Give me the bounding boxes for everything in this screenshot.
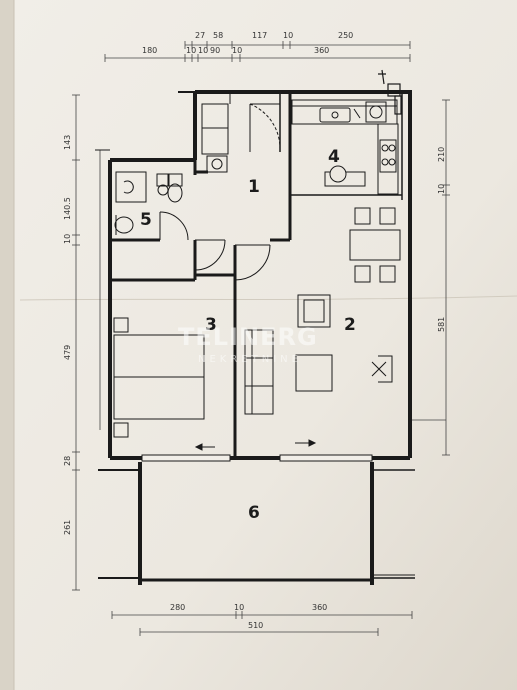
entry-door-arc [249, 103, 281, 149]
dim-top-10b: 10 [186, 46, 196, 55]
nightstand-bottom [113, 422, 129, 438]
toilet-tank [167, 173, 183, 187]
dim-bottom-10: 10 [234, 603, 244, 612]
living-furniture [244, 294, 393, 415]
dim-top-90: 90 [210, 46, 220, 55]
bathroom-fixtures [114, 171, 183, 235]
shower-tray [115, 171, 147, 203]
room-label-1: 1 [248, 177, 260, 197]
dim-right-10: 10 [437, 184, 446, 194]
kitchen-sink-icon [319, 107, 361, 123]
dim-top-180: 180 [142, 46, 157, 55]
nightstand-top [113, 317, 129, 333]
sofa [244, 329, 274, 415]
paper-edge [0, 0, 14, 690]
room-label-5: 5 [140, 210, 152, 230]
bidet [156, 173, 170, 187]
dim-top-117: 117 [252, 31, 267, 40]
washing-machine-drum-icon [211, 158, 223, 170]
door-swings [159, 103, 281, 281]
room-label-4: 4 [328, 147, 340, 167]
left-dimension-labels: 143 140.5 10 479 28 261 [63, 135, 72, 535]
room-label-2: 2 [344, 315, 356, 335]
dim-top-10a: 10 [283, 31, 293, 40]
left-dimensions [72, 94, 101, 591]
dining-table [349, 207, 401, 283]
bedroom-door-arc [194, 239, 226, 271]
armchair [297, 294, 331, 328]
bedroom-furniture [113, 317, 205, 438]
living-door-arc [234, 244, 271, 281]
room-label-6: 6 [248, 503, 260, 523]
dim-top-58: 58 [213, 31, 223, 40]
entry-wardrobe [201, 103, 229, 173]
dim-left-10: 10 [63, 234, 72, 244]
dim-top-10d: 10 [232, 46, 242, 55]
dim-right-210: 210 [437, 147, 446, 162]
washing-machine [206, 155, 228, 173]
dim-left-479: 479 [63, 345, 72, 360]
dim-bottom-280: 280 [170, 603, 185, 612]
dim-top-360: 360 [314, 46, 329, 55]
dim-left-143: 143 [63, 135, 72, 150]
dim-top-27: 27 [195, 31, 205, 40]
sink-icon [114, 216, 134, 234]
top-dimensions [104, 41, 411, 62]
room-labels: 1 2 3 4 5 6 [140, 147, 356, 523]
kitchen-counter [291, 99, 399, 195]
bottom-dimension-labels: 280 10 360 510 [170, 603, 327, 630]
level-arrows [194, 439, 317, 451]
boiler [378, 69, 402, 115]
dim-left-1405: 140.5 [63, 197, 72, 220]
dim-bottom-360: 360 [312, 603, 327, 612]
dim-top-10c: 10 [198, 46, 208, 55]
dim-top-250: 250 [338, 31, 353, 40]
balcony [98, 462, 415, 585]
bottom-dimensions [111, 611, 413, 636]
dim-bottom-510: 510 [248, 621, 263, 630]
room-label-3: 3 [205, 315, 217, 335]
watermark: TELINERG NEKRETNINE [178, 323, 318, 365]
toilet-icon [167, 183, 183, 203]
tv-unit [378, 355, 393, 383]
watermark-subtitle: NEKRETNINE [198, 354, 302, 365]
bathroom-door-arc [159, 211, 189, 241]
right-dimension-labels: 210 10 581 [437, 147, 446, 332]
top-dimension-labels: 27 58 117 10 250 180 10 10 90 10 360 [142, 31, 353, 55]
dim-left-28: 28 [63, 456, 72, 466]
coffee-table [295, 354, 333, 392]
shower-head-icon [123, 180, 134, 194]
dim-left-261: 261 [63, 520, 72, 535]
fridge [324, 101, 387, 187]
right-dimensions [410, 99, 450, 456]
watermark-title: TELINERG [178, 323, 318, 351]
bottom-windows [141, 454, 373, 462]
cooktop-icon [379, 139, 397, 173]
dim-right-581: 581 [437, 317, 446, 332]
